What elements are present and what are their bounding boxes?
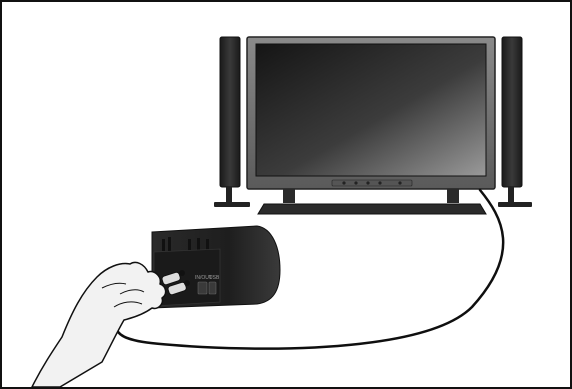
tv-control-strip bbox=[331, 179, 413, 187]
receiver-box-icon: IN/OUT USB bbox=[151, 225, 281, 309]
right-speaker-icon bbox=[498, 36, 532, 207]
jack-label-right: USB bbox=[209, 275, 220, 281]
jack-label-left: IN/OUT bbox=[195, 275, 212, 281]
plug-icon bbox=[161, 270, 190, 296]
tv-icon bbox=[246, 36, 496, 215]
dc-jack bbox=[197, 281, 208, 295]
hand-icon bbox=[31, 261, 167, 387]
tv-stand bbox=[257, 203, 487, 215]
usb-jack bbox=[208, 281, 217, 295]
left-speaker-icon bbox=[214, 36, 250, 207]
